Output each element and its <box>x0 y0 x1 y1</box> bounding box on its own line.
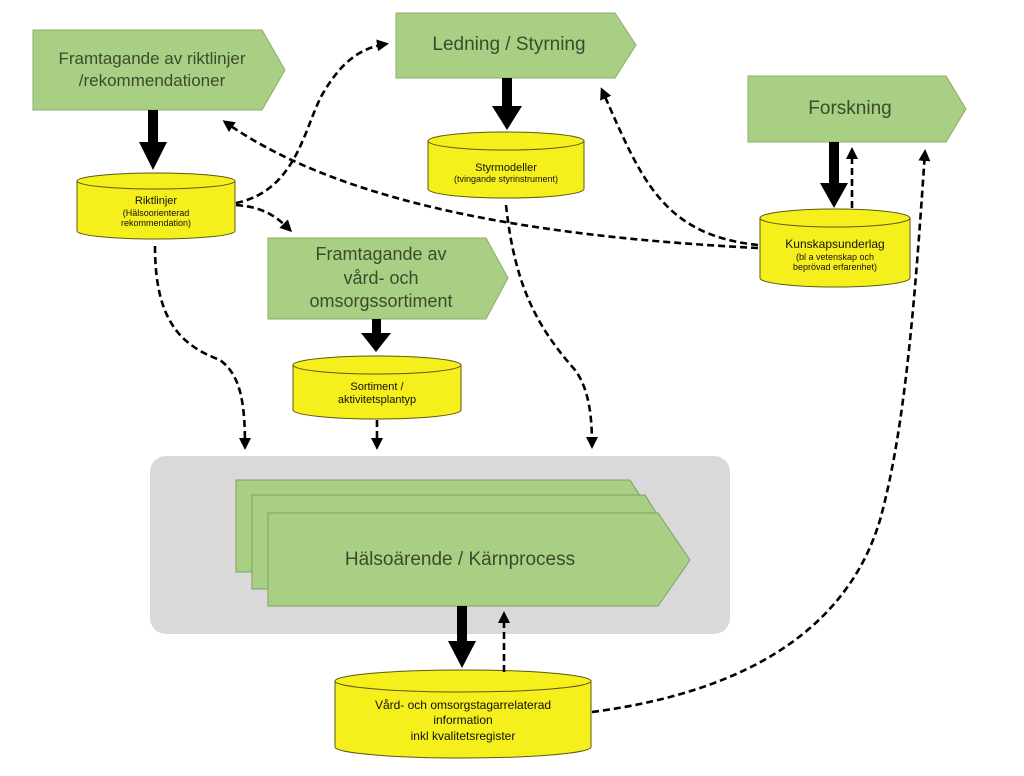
arrow-forskning-to-kunskapsunderlag <box>820 142 848 208</box>
arrow-riktlinjer-to-ledning <box>235 39 389 205</box>
store-sortiment-label: Sortiment / aktivitetsplantyp <box>293 374 461 414</box>
store-information-shape <box>334 669 592 759</box>
store-kunskapsunderlag-shape <box>759 208 911 288</box>
store-sortiment-line-2: aktivitetsplantyp <box>337 394 417 406</box>
process-ledning-text: Ledning / Styrning <box>432 34 586 55</box>
store-kunskapsunderlag-label: Kunskapsunderlag (bl a vetenskap och bep… <box>760 229 910 281</box>
karnprocess-text: Hälsoärende / Kärnprocess <box>344 548 576 570</box>
store-riktlinjer-shape <box>76 172 236 240</box>
arrow-styrmodeller-to-karnprocess <box>504 204 598 449</box>
store-styrmodeller-label: Styrmodeller (tvingande styrinstrument) <box>428 152 584 194</box>
solid-arrows <box>139 78 848 668</box>
store-styrmodeller-shape <box>427 131 585 199</box>
store-styrmodeller-title: Styrmodeller <box>475 161 537 174</box>
arrow-kunskap-to-ledning <box>600 87 759 247</box>
store-riktlinjer-label: Riktlinjer (Hälsoorienterad rekommendati… <box>77 189 235 235</box>
arrow-ledning-to-styrmodeller <box>492 78 522 130</box>
arrow-kunskap-to-riktlinjer-process <box>222 120 759 250</box>
store-information-line-1: Vård- och omsorgstagarrelaterad <box>374 697 552 712</box>
arrow-sortiment-process-to-store <box>361 319 391 352</box>
process-forskning-text: Forskning <box>808 98 892 119</box>
arrow-information-to-forskning <box>591 149 931 714</box>
store-riktlinjer-sub-1: (Hälsoorienterad <box>122 207 190 218</box>
store-kunskapsunderlag-sub-1: (bl a vetenskap och <box>795 251 875 262</box>
karnprocess-shape <box>267 512 691 607</box>
process-forskning-shape <box>747 75 967 143</box>
process-riktlinjer-text: Framtagande av riktlinjer /rekommendatio… <box>58 48 246 90</box>
process-sortiment-line-3: omsorgssortiment <box>309 291 453 312</box>
process-forskning-label: Forskning <box>750 78 950 140</box>
process-sortiment-shape <box>267 237 509 320</box>
store-information-line-3: inkl kvalitetsregister <box>410 728 516 743</box>
process-sortiment-line-2: vård- och <box>343 267 419 288</box>
store-kunskapsunderlag-title: Kunskapsunderlag <box>785 236 885 251</box>
process-sortiment-line-1: Framtagande av <box>315 244 447 265</box>
store-information-line-2: information <box>433 713 493 728</box>
arrow-riktlinjer-process-to-store <box>139 110 167 170</box>
arrow-riktlinjer-to-sortiment-process <box>235 203 293 233</box>
store-sortiment-shape <box>292 355 462 420</box>
dashed-arrows <box>153 39 931 714</box>
store-kunskapsunderlag-sub-2: beprövad erfarenhet) <box>792 261 878 272</box>
process-sortiment-label: Framtagande av vård- och omsorgssortimen… <box>270 240 492 317</box>
store-riktlinjer-sub-2: rekommendation) <box>120 218 192 229</box>
process-riktlinjer-shape <box>32 29 286 111</box>
arrow-riktlinjer-to-karnprocess <box>153 245 251 450</box>
process-ledning-shape <box>395 12 637 79</box>
karnprocess-label: Hälsoärende / Kärnprocess <box>270 515 650 604</box>
process-ledning-label: Ledning / Styrning <box>398 15 620 75</box>
arrow-karnprocess-to-information <box>448 606 476 668</box>
store-information-label: Vård- och omsorgstagarrelaterad informat… <box>335 692 591 750</box>
process-riktlinjer-label: Framtagande av riktlinjer /rekommendatio… <box>36 34 268 106</box>
store-sortiment-line-1: Sortiment / <box>350 381 404 394</box>
store-riktlinjer-title: Riktlinjer <box>134 195 178 208</box>
store-styrmodeller-sub-1: (tvingande styrinstrument) <box>453 174 559 185</box>
